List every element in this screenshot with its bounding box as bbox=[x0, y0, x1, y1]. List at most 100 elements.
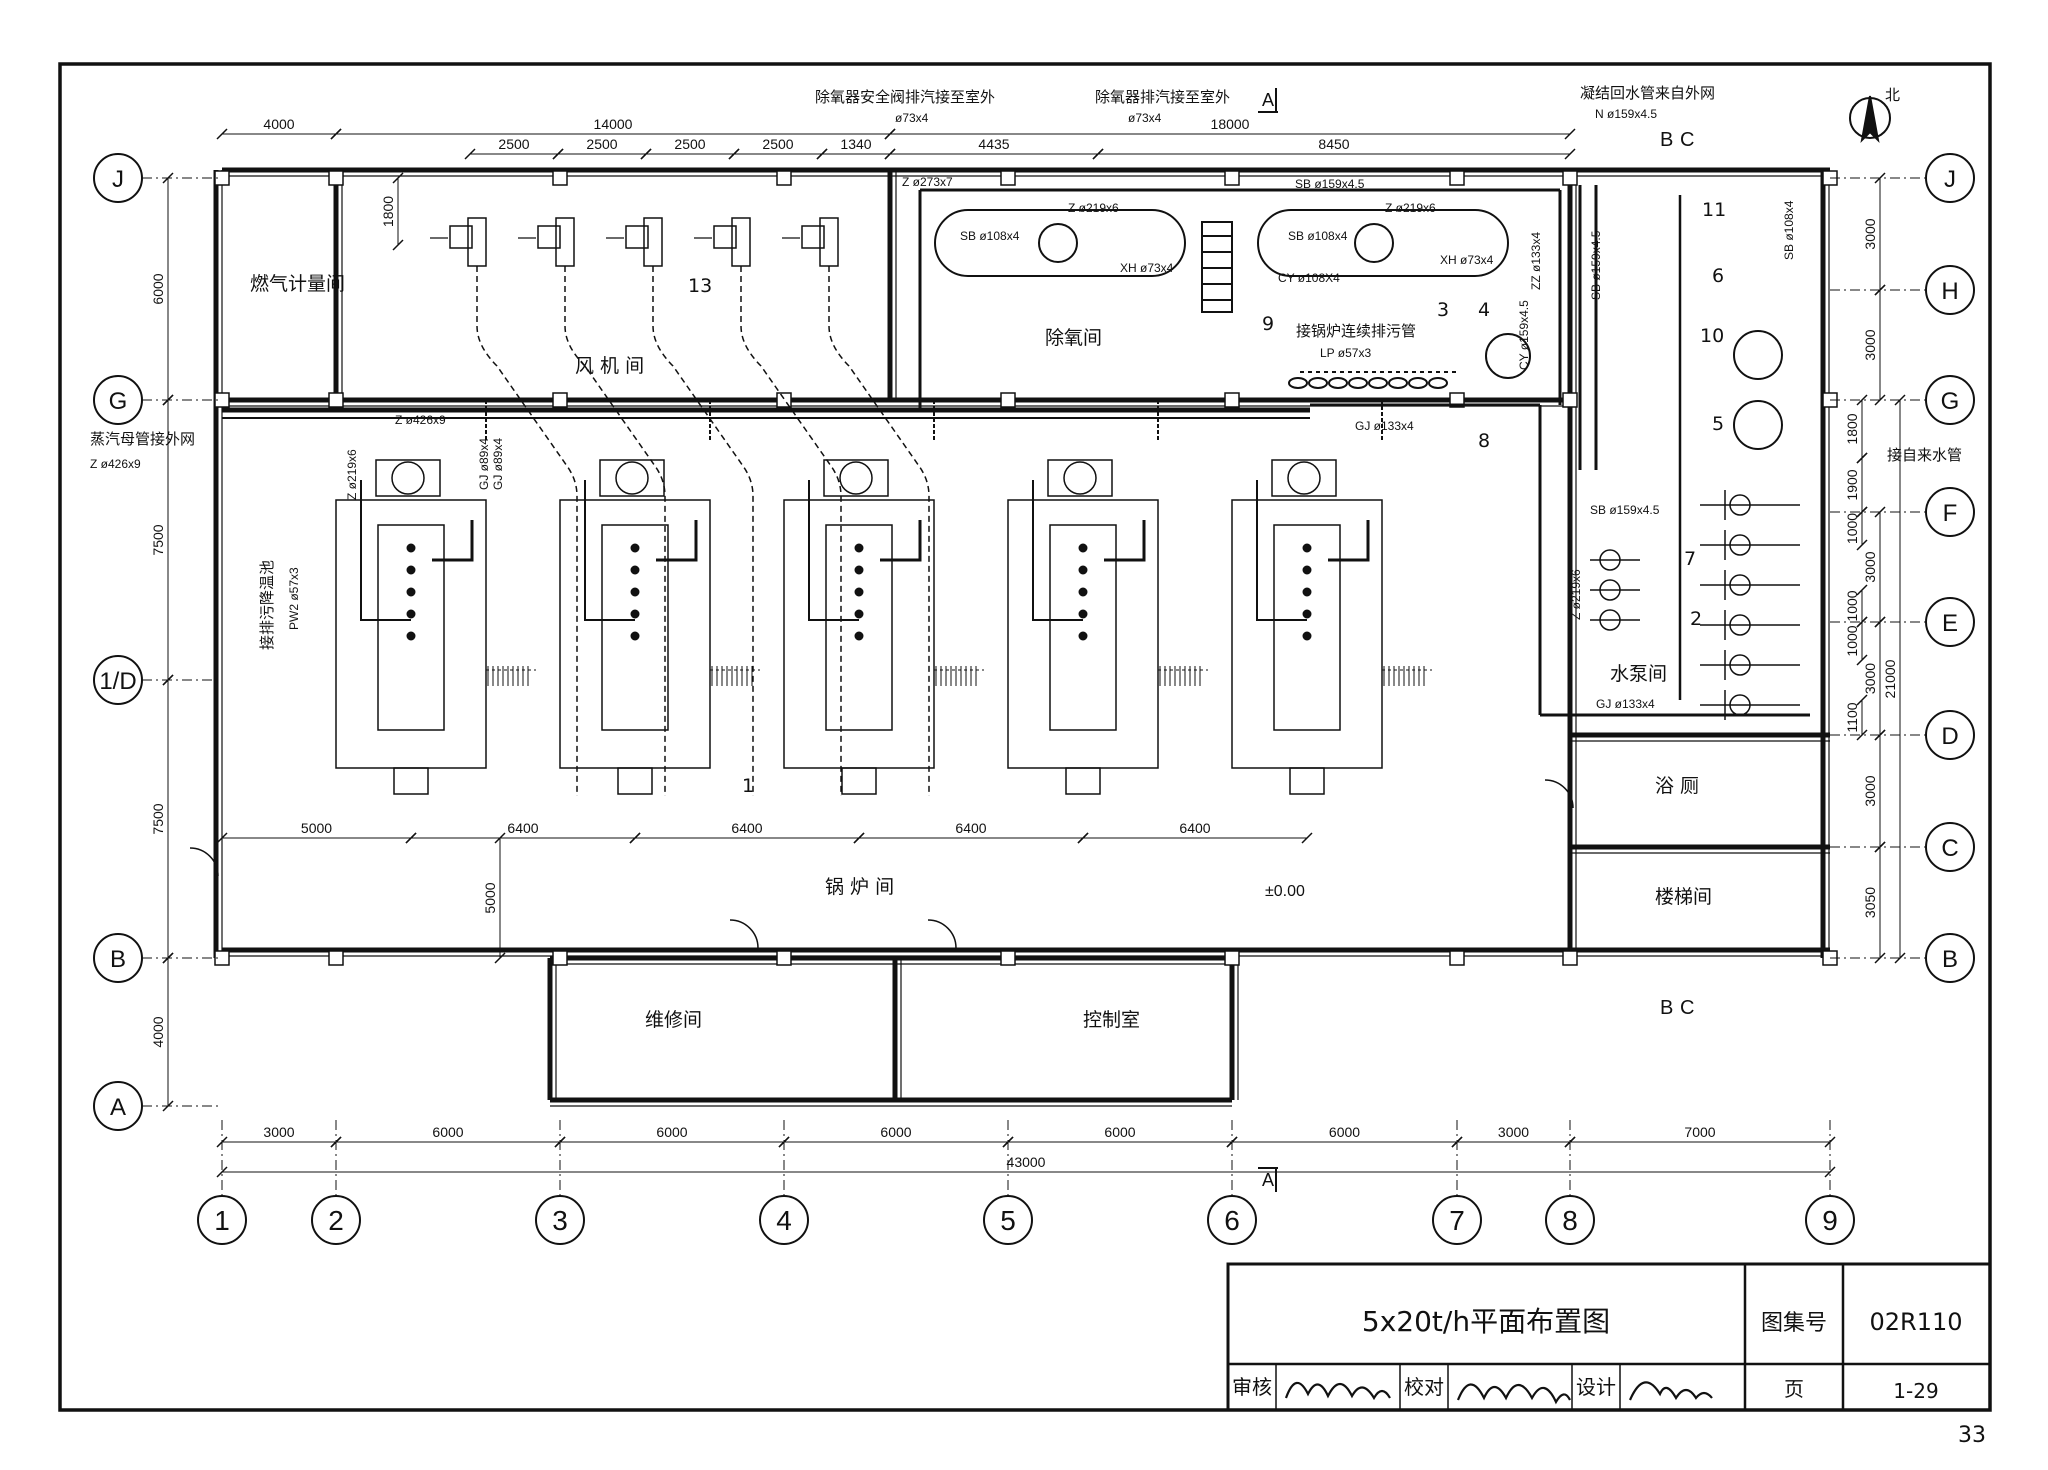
drawing-title: 5x20t/h平面布置图 bbox=[1362, 1305, 1610, 1338]
dim-top-8450: 8450 bbox=[1318, 136, 1349, 152]
pipe-d73-2: ø73x4 bbox=[1128, 111, 1162, 125]
title-block bbox=[1226, 1262, 1992, 1412]
grid-label-col-8: 8 bbox=[1562, 1205, 1578, 1236]
item-9: 9 bbox=[1262, 313, 1274, 335]
room-fan: 风 机 间 bbox=[575, 355, 644, 377]
dim-right-21000: 21000 bbox=[1882, 659, 1898, 698]
note-vent: 除氧器排汽接至室外 bbox=[1095, 88, 1230, 106]
dim-right-3000-b: 3000 bbox=[1862, 329, 1878, 360]
structural-column bbox=[776, 170, 792, 186]
note-sewage: 接排污降温池 bbox=[258, 560, 276, 650]
softener-tank-2 bbox=[1733, 400, 1783, 450]
dim-top-18000: 18000 bbox=[1211, 116, 1250, 132]
grid-bubble-col-2 bbox=[311, 1195, 361, 1245]
dim-left-7500-b: 7500 bbox=[150, 803, 166, 834]
deaerator-tanks bbox=[934, 209, 1783, 450]
grid-label-col-3: 3 bbox=[552, 1205, 568, 1236]
note-safety-vent: 除氧器安全阀排汽接至室外 bbox=[815, 88, 995, 106]
pipe-gj89-b: GJ ø89x4 bbox=[491, 438, 505, 490]
item-3: 3 bbox=[1437, 299, 1449, 321]
feed-pump-2 bbox=[1590, 579, 1640, 601]
structural-column bbox=[552, 950, 568, 966]
dim-right-3000-e: 3000 bbox=[1862, 775, 1878, 806]
pipe-z426-label: Z ø426x9 bbox=[90, 457, 141, 471]
dim-inner-6400-c: 6400 bbox=[955, 820, 986, 836]
grid-bubble-col-6 bbox=[1207, 1195, 1257, 1245]
boiler-4 bbox=[1007, 400, 1208, 795]
pipe-cy108: CY ø108X4 bbox=[1278, 271, 1340, 285]
building-walls bbox=[189, 167, 1838, 1107]
pipe-xh73-1: XH ø73x4 bbox=[1120, 261, 1174, 275]
door-pump bbox=[1544, 779, 1574, 809]
dim-bottom-1: 3000 bbox=[263, 1124, 294, 1140]
structural-column bbox=[1000, 392, 1016, 408]
dim-left-5000: 5000 bbox=[482, 882, 498, 913]
grid-label-col-6: 6 bbox=[1224, 1205, 1240, 1236]
dim-inner-5000: 5000 bbox=[301, 820, 332, 836]
door-front-1 bbox=[729, 919, 759, 949]
blowdown-tanks bbox=[1288, 377, 1448, 389]
dim-top-2500-d: 2500 bbox=[762, 136, 793, 152]
north-arrow bbox=[1849, 95, 1891, 143]
pipe-gj133-top: GJ ø133x4 bbox=[1355, 419, 1414, 433]
room-deaerator: 除氧间 bbox=[1045, 327, 1102, 349]
grid-label-col-2: 2 bbox=[328, 1205, 344, 1236]
structural-column bbox=[552, 392, 568, 408]
grid-label-right-B: B bbox=[1942, 946, 1958, 973]
grid-label-row-A: A bbox=[110, 1094, 126, 1121]
dim-bottom-7: 3000 bbox=[1498, 1124, 1529, 1140]
dim-bottom-total: 43000 bbox=[1007, 1154, 1046, 1170]
dim-right-3000-c: 3000 bbox=[1862, 551, 1878, 582]
pipe-zz133: ZZ ø133x4 bbox=[1529, 232, 1543, 290]
item-1: 1 bbox=[742, 775, 754, 797]
dim-bottom-2: 6000 bbox=[432, 1124, 463, 1140]
grid-label-col-1: 1 bbox=[214, 1205, 230, 1236]
structural-column bbox=[1562, 950, 1578, 966]
dim-right-1800: 1800 bbox=[1844, 413, 1860, 444]
floor-elevation: ±0.00 bbox=[1265, 883, 1305, 900]
item-13: 13 bbox=[688, 275, 712, 297]
design-label: 设计 bbox=[1576, 1375, 1616, 1399]
pump-4 bbox=[1700, 610, 1800, 640]
softener-tank-1 bbox=[1733, 330, 1783, 380]
dim-top-4000: 4000 bbox=[263, 116, 294, 132]
dim-bottom-6: 6000 bbox=[1329, 1124, 1360, 1140]
dim-left-4000: 4000 bbox=[150, 1016, 166, 1047]
structural-column bbox=[328, 170, 344, 186]
section-mark-a-top: A bbox=[1262, 90, 1274, 110]
review-label: 审核 bbox=[1232, 1375, 1272, 1399]
boiler-2 bbox=[559, 400, 760, 795]
grid-bubble-col-1 bbox=[197, 1195, 247, 1245]
signatures bbox=[1284, 1381, 1713, 1405]
dim-bottom-5: 6000 bbox=[1104, 1124, 1135, 1140]
structural-column bbox=[328, 392, 344, 408]
note-city-water: 接自来水管 bbox=[1887, 446, 1962, 464]
grid-label-right-H: H bbox=[1941, 278, 1958, 305]
deaerator-tank-right bbox=[1257, 209, 1509, 277]
grid-label-row-J: J bbox=[112, 166, 124, 193]
dim-right-1900: 1900 bbox=[1844, 469, 1860, 500]
grid-label-right-F: F bbox=[1943, 500, 1958, 527]
item-7: 7 bbox=[1684, 548, 1696, 570]
pipe-sb108-right: SB ø108x4 bbox=[1782, 200, 1796, 260]
item-5: 5 bbox=[1712, 413, 1724, 435]
atlas-label: 图集号 bbox=[1761, 1311, 1827, 1336]
pump-5 bbox=[1700, 650, 1800, 680]
dim-right-1100: 1100 bbox=[1844, 702, 1860, 732]
room-control: 控制室 bbox=[1083, 1009, 1140, 1031]
dim-right-1000-c: 1000 bbox=[1844, 625, 1860, 656]
dim-bottom-3: 6000 bbox=[656, 1124, 687, 1140]
grid-label-right-E: E bbox=[1942, 610, 1958, 637]
door-front-2 bbox=[927, 919, 957, 949]
structural-column bbox=[1562, 392, 1578, 408]
item-8: 8 bbox=[1478, 430, 1490, 452]
structural-column bbox=[328, 950, 344, 966]
dim-inner-6400-b: 6400 bbox=[731, 820, 762, 836]
grid-bubble-col-5 bbox=[983, 1195, 1033, 1245]
boiler-3 bbox=[783, 400, 984, 795]
structural-column bbox=[1000, 950, 1016, 966]
grid-label-col-9: 9 bbox=[1822, 1205, 1838, 1236]
dim-top-2500-b: 2500 bbox=[586, 136, 617, 152]
grid-label-row-G: G bbox=[109, 388, 128, 415]
grid-label-right-G: G bbox=[1941, 388, 1960, 415]
